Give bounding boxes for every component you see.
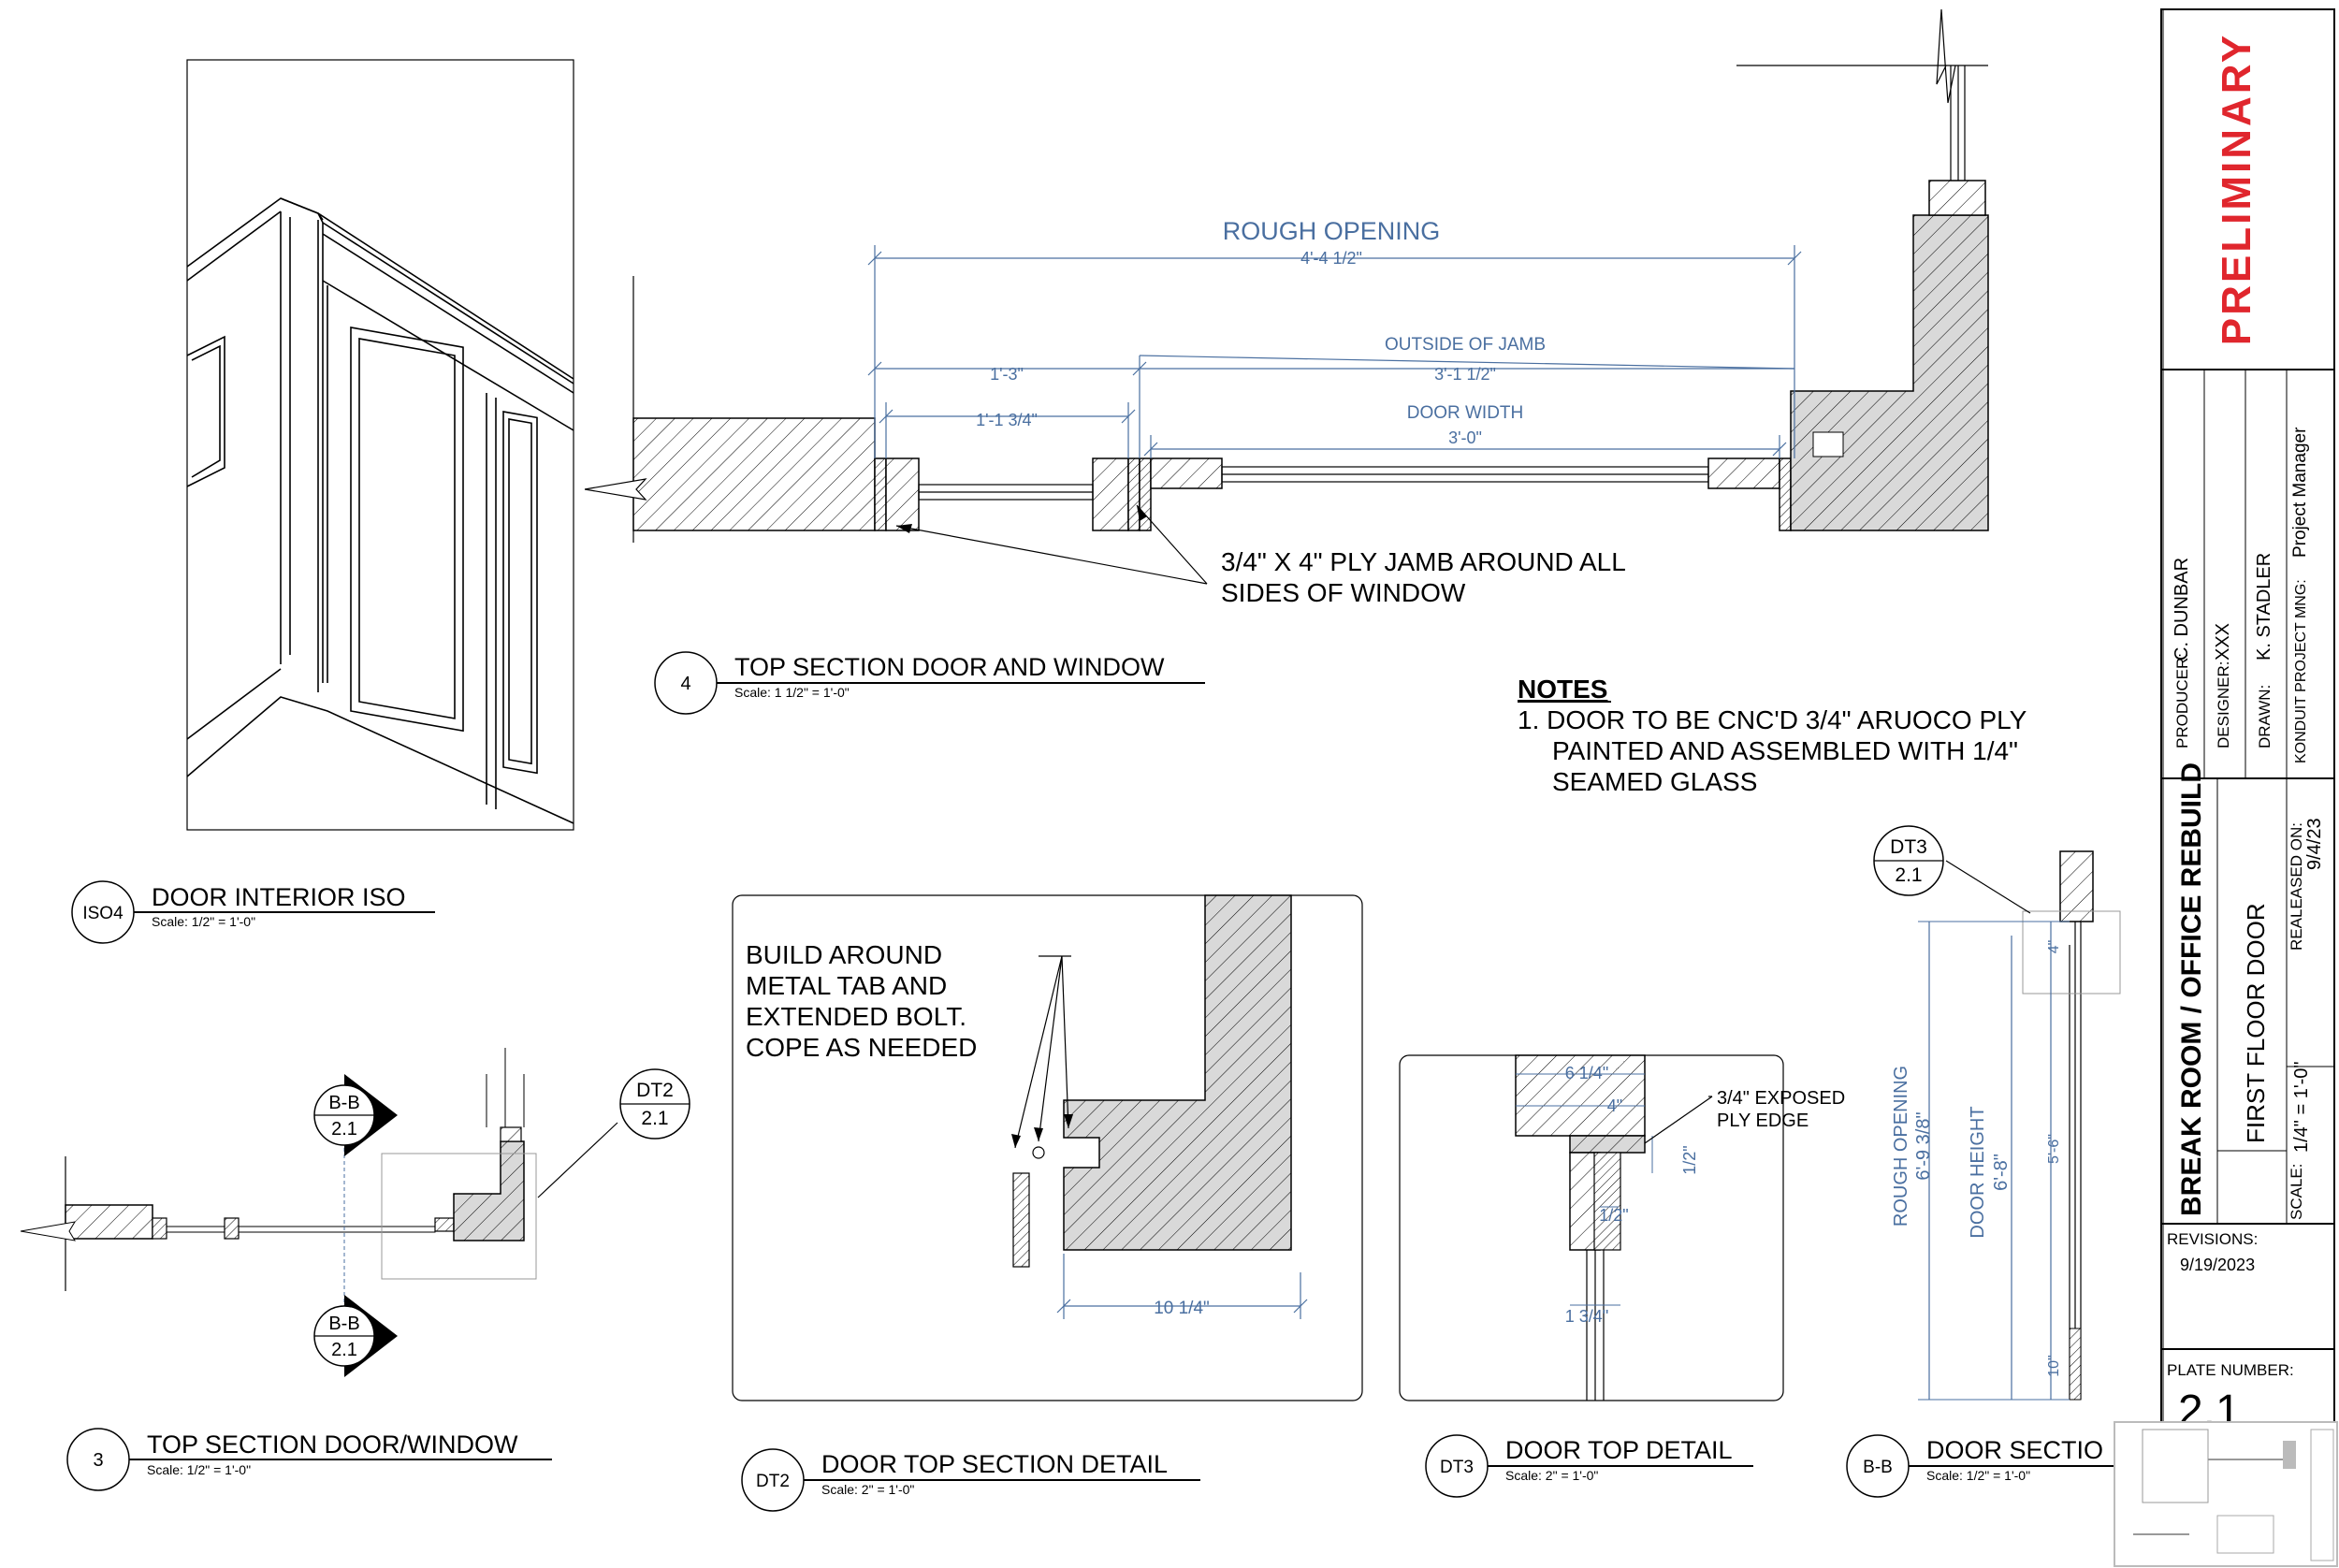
pm-label: KONDUIT PROJECT MNG: — [2293, 579, 2309, 763]
revisions-label: REVISIONS: — [2167, 1230, 2258, 1248]
bb-heading: DOOR SECTIO — [1926, 1436, 2103, 1464]
plate-label: PLATE NUMBER: — [2167, 1361, 2294, 1379]
bb-marker-top: B-B 2.1 — [313, 1074, 398, 1156]
view-3-tag: 3 — [93, 1450, 103, 1471]
bb-h10: 10" — [2046, 1355, 2062, 1376]
bb-marker-top-label: B-B — [328, 1093, 359, 1113]
dt3-marker-sheet: 2.1 — [1895, 864, 1922, 886]
jamb-callout-line2: SIDES OF WINDOW — [1221, 578, 1466, 607]
view-3-title: 3 TOP SECTION DOOR/WINDOW Scale: 1/2" = … — [66, 1428, 552, 1491]
view-4-title: 4 TOP SECTION DOOR AND WINDOW Scale: 1 1… — [654, 651, 1205, 715]
designer-label: DESIGNER: — [2215, 661, 2232, 748]
bb-marker-top-sheet: 2.1 — [331, 1119, 357, 1140]
designer-value: XXX — [2213, 623, 2233, 661]
released-label: REALEASED ON: — [2288, 822, 2305, 951]
bb-title: B-B DOOR SECTIO Scale: 1/2" = 1'-0" — [1846, 1434, 2116, 1498]
jamb-callout: 3/4" X 4" PLY JAMB AROUND ALL SIDES OF W… — [895, 504, 1626, 607]
bb-h4: 4" — [2046, 940, 2062, 954]
notes-line3: SEAMED GLASS — [1552, 767, 1757, 796]
bb-tag: B-B — [1863, 1458, 1893, 1477]
bb-marker-bottom-sheet: 2.1 — [331, 1340, 357, 1360]
bb-scale: Scale: 1/2" = 1'-0" — [1926, 1468, 2030, 1483]
door-width-dim: 3'-0" — [1448, 428, 1482, 447]
drawn-label: DRAWN: — [2256, 685, 2274, 748]
notes-line1: 1. DOOR TO BE CNC'D 3/4" ARUOCO PLY — [1518, 705, 2027, 734]
dt3-detail: 6 1/4" 4" 1/2" 1/2" 1 3/4" 3/4" EXPOSED … — [1399, 1054, 1845, 1401]
bb-dh-label: DOOR HEIGHT — [1968, 1106, 1988, 1238]
scale-label: SCALE: — [2288, 1164, 2305, 1220]
outside-jamb-dim: 3'-1 1/2" — [1434, 365, 1496, 384]
build-line3: EXTENDED BOLT. — [746, 1002, 966, 1031]
bb-h56: 5'-6" — [2046, 1134, 2062, 1164]
preliminary-stamp: PRELIMINARY — [2214, 33, 2259, 346]
view-4-heading: TOP SECTION DOOR AND WINDOW — [734, 653, 1165, 681]
build-line1: BUILD AROUND — [746, 940, 942, 969]
bb-dh: 6'-8" — [1991, 1154, 2012, 1191]
drawn-value: K. STADLER — [2254, 553, 2274, 661]
bb-marker-bottom-label: B-B — [328, 1314, 359, 1334]
view-4-plan — [584, 8, 1989, 543]
dim-1-1-3-4: 1'-1 3/4" — [976, 411, 1038, 429]
sheet-thumbnail[interactable] — [2114, 1421, 2338, 1567]
view-4-tag: 4 — [680, 674, 690, 694]
dt3-w614: 6 1/4" — [1565, 1064, 1608, 1082]
dt3-title: DT3 DOOR TOP DETAIL Scale: 2" = 1'-0" — [1425, 1434, 1753, 1498]
sheet-title: FIRST FLOOR DOOR — [2242, 903, 2270, 1143]
view-4-dimensions — [867, 245, 1802, 458]
iso4-view — [186, 59, 574, 831]
door-width-label: DOOR WIDTH — [1407, 403, 1524, 423]
revision-date: 9/19/2023 — [2180, 1256, 2255, 1274]
dt3-scale: Scale: 2" = 1'-0" — [1505, 1468, 1598, 1483]
iso4-scale: Scale: 1/2" = 1'-0" — [152, 914, 255, 929]
view-3-plan — [20, 1048, 537, 1310]
outside-jamb-label: OUTSIDE OF JAMB — [1385, 335, 1546, 355]
jamb-callout-line1: 3/4" X 4" PLY JAMB AROUND ALL — [1221, 547, 1626, 576]
released-value: 9/4/23 — [2304, 818, 2325, 870]
rough-opening-label: ROUGH OPENING — [1223, 217, 1441, 245]
dt2-scale: Scale: 2" = 1'-0" — [821, 1482, 914, 1497]
dt2-tab-dim: 10 1/4" — [1154, 1299, 1210, 1318]
notes-heading: NOTES — [1518, 675, 1607, 704]
bb-ro: 6'-9 3/8" — [1913, 1111, 1934, 1180]
dt3-w134: 1 3/4" — [1565, 1307, 1608, 1326]
iso4-title: ISO4 DOOR INTERIOR ISO Scale: 1/2" = 1'-… — [71, 880, 435, 944]
dt2-marker-sheet: 2.1 — [641, 1108, 668, 1129]
producer-value: C. DUNBAR — [2172, 558, 2192, 661]
notes-line2: PAINTED AND ASSEMBLED WITH 1/4" — [1552, 736, 2018, 765]
iso4-heading: DOOR INTERIOR ISO — [152, 883, 406, 911]
bb-marker-bottom: B-B 2.1 — [313, 1295, 398, 1377]
project-name: BREAK ROOM / OFFICE REBUILD — [2176, 762, 2207, 1216]
view-3-heading: TOP SECTION DOOR/WINDOW — [147, 1430, 518, 1459]
iso4-tag: ISO4 — [82, 904, 123, 923]
dt2-marker-label: DT2 — [636, 1080, 674, 1101]
dt3-h12b: 1/2" — [1599, 1206, 1628, 1225]
edge-line2: PLY EDGE — [1717, 1111, 1809, 1131]
scale-value: 1/4" = 1'-0" — [2291, 1061, 2312, 1153]
bb-ro-label: ROUGH OPENING — [1891, 1066, 1911, 1227]
producer-label: PRODUCER: — [2173, 653, 2191, 748]
dt3-marker-label: DT3 — [1890, 836, 1927, 858]
dt2-detail: 10 1/4" BUILD AROUND METAL TAB AND EXTEN… — [732, 894, 1363, 1401]
dt2-title: DT2 DOOR TOP SECTION DETAIL Scale: 2" = … — [741, 1448, 1200, 1512]
pm-value: Project Manager — [2290, 427, 2310, 558]
dt2-heading: DOOR TOP SECTION DETAIL — [821, 1450, 1168, 1478]
build-line4: COPE AS NEEDED — [746, 1033, 977, 1062]
bb-section: ROUGH OPENING 6'-9 3/8" DOOR HEIGHT 6'-8… — [1873, 825, 2121, 1401]
dt2-tag: DT2 — [756, 1472, 790, 1491]
rough-opening-dim: 4'-4 1/2" — [1300, 249, 1362, 268]
dim-1-3: 1'-3" — [990, 365, 1024, 384]
dt3-w4: 4" — [1607, 1096, 1622, 1115]
edge-line1: 3/4" EXPOSED — [1717, 1088, 1845, 1109]
notes-block: NOTES 1. DOOR TO BE CNC'D 3/4" ARUOCO PL… — [1518, 675, 2027, 796]
view-4-scale: Scale: 1 1/2" = 1'-0" — [734, 685, 850, 700]
dt3-tag: DT3 — [1440, 1458, 1474, 1477]
view-3-scale: Scale: 1/2" = 1'-0" — [147, 1462, 251, 1477]
dt3-h12a: 1/2" — [1680, 1145, 1699, 1174]
dt2-marker: DT2 2.1 — [537, 1068, 690, 1198]
dt3-heading: DOOR TOP DETAIL — [1505, 1436, 1733, 1464]
view-4-dim-labels: ROUGH OPENING 4'-4 1/2" 1'-3" 1'-1 3/4" … — [976, 217, 1546, 447]
title-block: PRELIMINARY PRODUCER: C. DUNBAR DESIGNER… — [2160, 8, 2335, 1567]
build-line2: METAL TAB AND — [746, 971, 947, 1000]
